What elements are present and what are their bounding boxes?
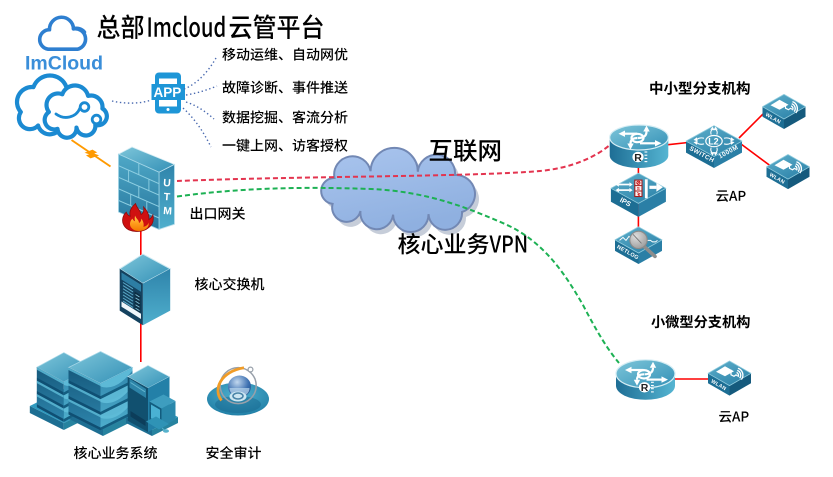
svg-text:R: R xyxy=(634,152,642,164)
svg-text:U: U xyxy=(163,177,171,190)
svg-text:R: R xyxy=(641,382,649,394)
svg-text:M: M xyxy=(163,205,173,218)
svg-text:IPS: IPS xyxy=(618,197,632,209)
svg-text:S: S xyxy=(637,186,640,191)
svg-text:ImCloud: ImCloud xyxy=(25,53,103,75)
svg-text:L2: L2 xyxy=(708,136,719,146)
svg-text:T: T xyxy=(163,191,171,203)
svg-text:APP: APP xyxy=(154,85,182,100)
